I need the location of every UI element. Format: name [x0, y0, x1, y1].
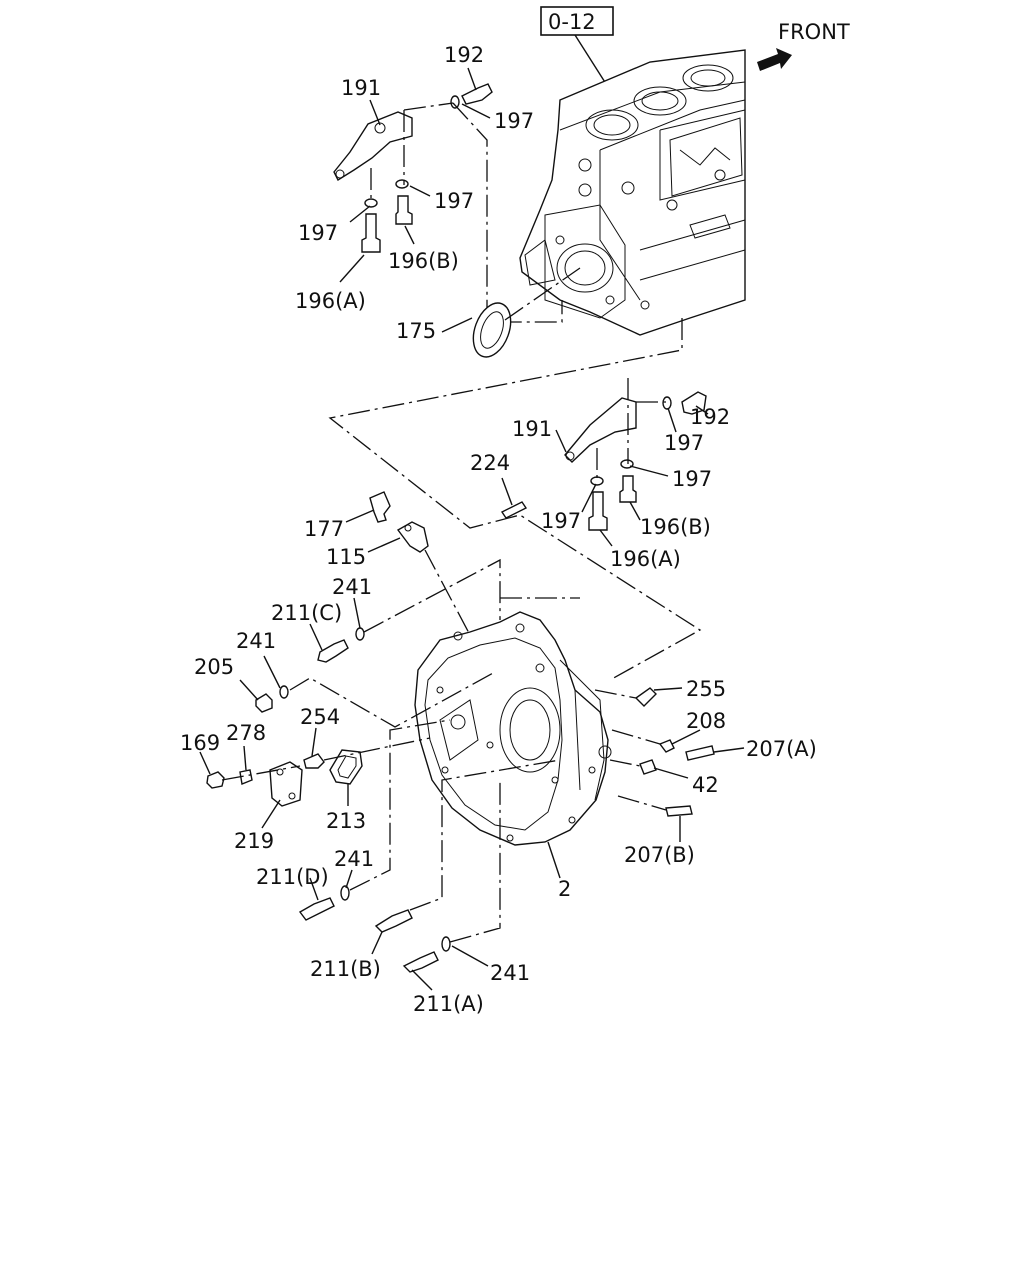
- callout-191-upper[interactable]: 191: [341, 76, 381, 100]
- callout-192-lower[interactable]: 192: [690, 405, 730, 429]
- callout-labels: 192 191 197 197 197 196(B) 196(A) 175 19…: [180, 43, 817, 1016]
- reference-box[interactable]: 0-12: [540, 6, 616, 99]
- stud-207a[interactable]: [685, 745, 715, 761]
- washer-197-lower-c[interactable]: [590, 476, 604, 486]
- gasket-213[interactable]: [329, 749, 363, 785]
- callout-219[interactable]: 219: [234, 829, 274, 853]
- callout-192-upper[interactable]: 192: [444, 43, 484, 67]
- callout-196b-upper[interactable]: 196(B): [388, 249, 459, 273]
- upper-bracket-group: [333, 83, 563, 323]
- clip-278[interactable]: [239, 769, 253, 785]
- engine-mount-bracket-lower[interactable]: [564, 397, 637, 463]
- callout-115[interactable]: 115: [326, 545, 366, 569]
- callout-196a-upper[interactable]: 196(A): [295, 289, 366, 313]
- callout-207b[interactable]: 207(B): [624, 843, 695, 867]
- stud-224[interactable]: [500, 501, 528, 519]
- callout-211d[interactable]: 211(D): [256, 865, 329, 889]
- washer-197-lower-a[interactable]: [662, 396, 672, 410]
- callout-224[interactable]: 224: [470, 451, 510, 475]
- callout-2[interactable]: 2: [558, 877, 571, 901]
- callout-196a-lower[interactable]: 196(A): [610, 547, 681, 571]
- callout-207a[interactable]: 207(A): [746, 737, 817, 761]
- flywheel-housing-2[interactable]: [414, 611, 612, 846]
- washer-197-upper-c[interactable]: [364, 198, 378, 208]
- nut-208[interactable]: [658, 739, 675, 753]
- callout-241-a[interactable]: 241: [332, 575, 372, 599]
- washer-197-upper-a[interactable]: [450, 95, 460, 109]
- callout-177[interactable]: 177: [304, 517, 344, 541]
- callout-213[interactable]: 213: [326, 809, 366, 833]
- washer-241-b[interactable]: [279, 685, 289, 699]
- front-arrow-icon: [757, 48, 792, 71]
- nut-169[interactable]: [206, 771, 225, 789]
- callout-208[interactable]: 208: [686, 709, 726, 733]
- bolt-211c[interactable]: [317, 639, 349, 663]
- callout-278[interactable]: 278: [226, 721, 266, 745]
- callout-42[interactable]: 42: [692, 773, 719, 797]
- callout-197-upper-c[interactable]: 197: [298, 221, 338, 245]
- callout-241-b[interactable]: 241: [236, 629, 276, 653]
- dowel-42[interactable]: [639, 759, 657, 775]
- front-label: FRONT: [778, 20, 850, 44]
- hose-255[interactable]: [634, 687, 657, 707]
- callout-254[interactable]: 254: [300, 705, 340, 729]
- oil-seal-175[interactable]: [466, 298, 517, 362]
- bolt-192-upper[interactable]: [461, 83, 493, 105]
- washer-241-a[interactable]: [355, 627, 365, 641]
- bolt-211b[interactable]: [374, 909, 413, 933]
- washer-197-upper-b[interactable]: [395, 179, 409, 189]
- callout-169[interactable]: 169: [180, 731, 220, 755]
- washer-241-d[interactable]: [441, 936, 451, 952]
- reference-box-label: 0-12: [548, 10, 596, 34]
- bolt-196a-lower[interactable]: [588, 491, 608, 531]
- stud-207b[interactable]: [665, 805, 693, 817]
- callout-197-upper-b[interactable]: 197: [434, 189, 474, 213]
- callout-197-lower-a[interactable]: 197: [664, 431, 704, 455]
- callout-211c[interactable]: 211(C): [271, 601, 342, 625]
- lower-bracket-group: [564, 378, 707, 531]
- callout-197-lower-b[interactable]: 197: [672, 467, 712, 491]
- nut-205[interactable]: [255, 693, 273, 713]
- bracket-219[interactable]: [269, 761, 303, 807]
- callout-175[interactable]: 175: [396, 319, 436, 343]
- sensor-115[interactable]: [396, 521, 429, 553]
- washer-241-c[interactable]: [340, 885, 350, 901]
- bolt-196a-upper[interactable]: [361, 213, 381, 253]
- callout-211b[interactable]: 211(B): [310, 957, 381, 981]
- plug-254[interactable]: [303, 753, 325, 769]
- callout-197-lower-c[interactable]: 197: [541, 509, 581, 533]
- callout-241-d[interactable]: 241: [490, 961, 530, 985]
- callout-191-lower[interactable]: 191: [512, 417, 552, 441]
- callout-241-c[interactable]: 241: [334, 847, 374, 871]
- engine-block: [519, 49, 746, 336]
- bolt-177[interactable]: [369, 491, 391, 523]
- bolt-196b-upper[interactable]: [395, 195, 413, 225]
- bolt-196b-lower[interactable]: [619, 475, 637, 503]
- leader-lines: [199, 67, 745, 991]
- callout-205[interactable]: 205: [194, 655, 234, 679]
- callout-196b-lower[interactable]: 196(B): [640, 515, 711, 539]
- bolt-211a[interactable]: [402, 951, 439, 973]
- bolt-211d[interactable]: [298, 897, 335, 921]
- callout-197-upper-a[interactable]: 197: [494, 109, 534, 133]
- engine-mount-bracket-upper[interactable]: [333, 111, 413, 182]
- callout-255[interactable]: 255: [686, 677, 726, 701]
- callout-211a[interactable]: 211(A): [413, 992, 484, 1016]
